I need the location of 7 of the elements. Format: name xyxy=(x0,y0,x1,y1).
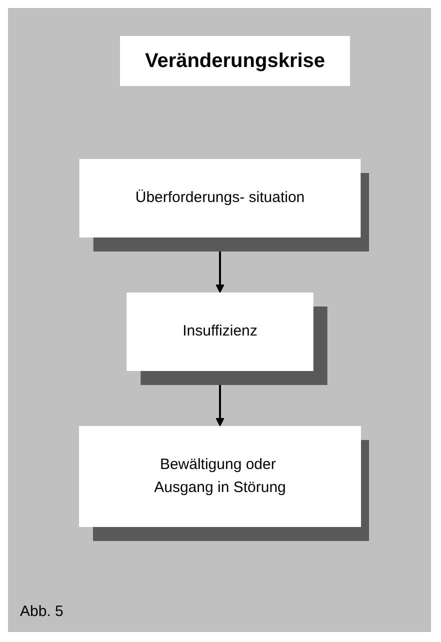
node-box: Insuffizienz xyxy=(126,292,313,371)
arrow xyxy=(215,238,224,293)
arrow xyxy=(215,371,224,426)
node-box: Überforderungs- situation xyxy=(78,159,360,238)
node-box: Bewältigung oder Ausgang in Störung xyxy=(78,426,360,527)
title-box: Veränderungskrise xyxy=(120,36,350,86)
caption: Abb. 5 xyxy=(20,603,64,620)
